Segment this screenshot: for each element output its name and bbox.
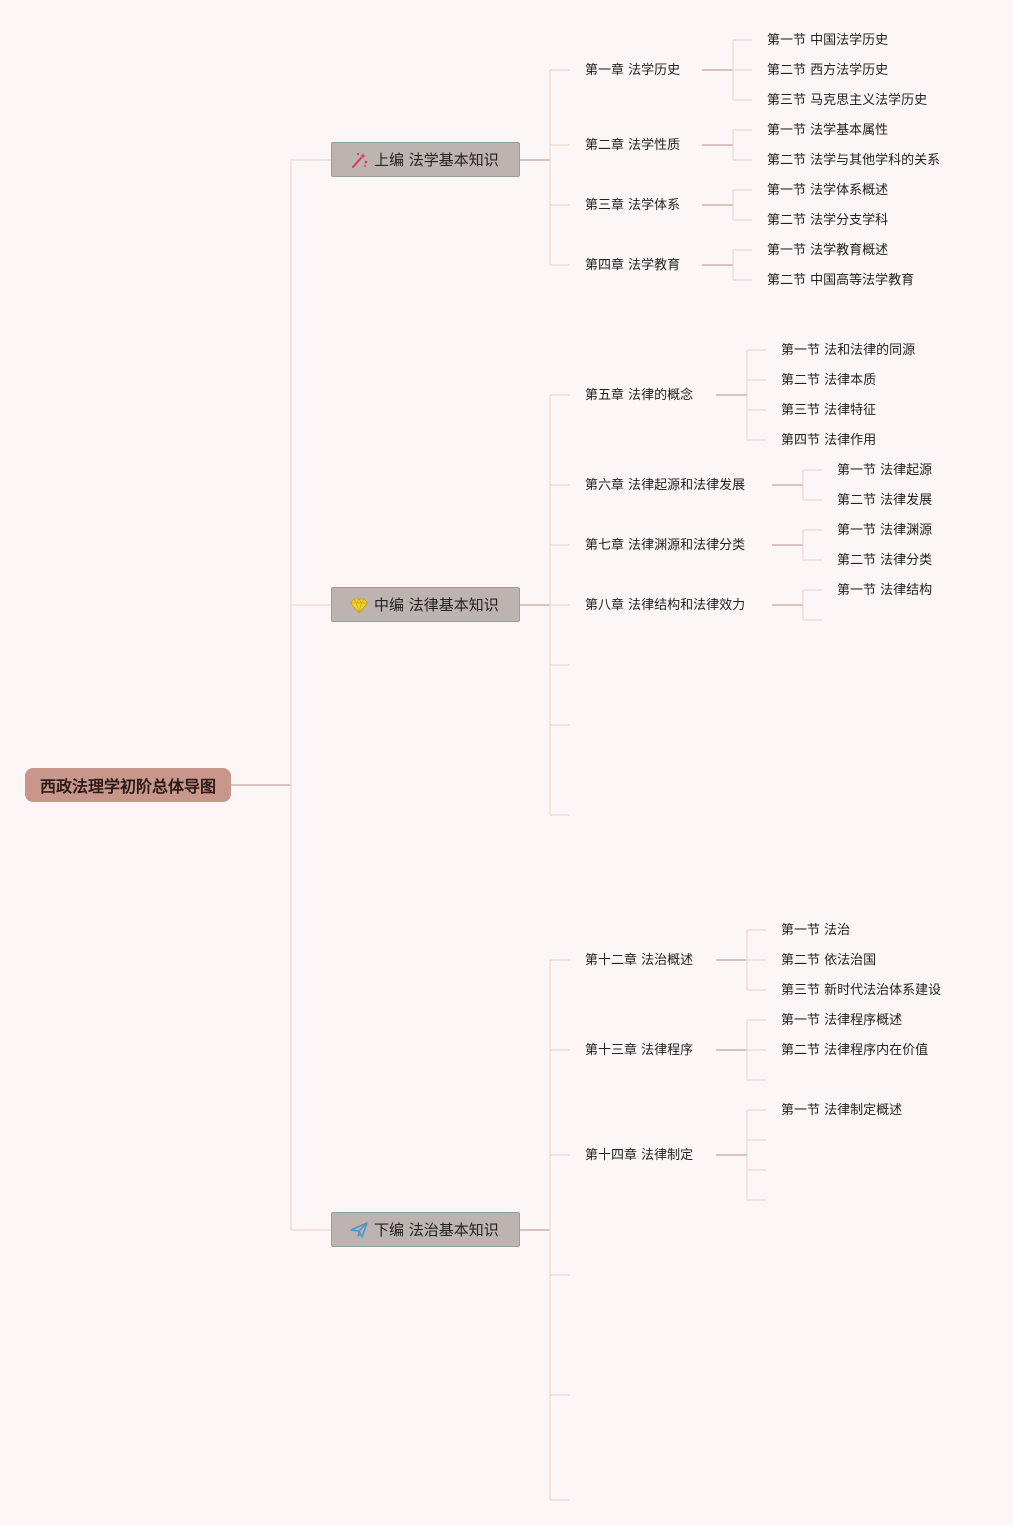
section-node[interactable]: 第一节 法和法律的同源: [781, 343, 916, 358]
section-node[interactable]: 第三节 新时代法治体系建设: [781, 983, 942, 998]
part-node-lower[interactable]: 下编 法治基本知识: [331, 1212, 520, 1247]
section-node[interactable]: 第二节 法律分类: [837, 553, 933, 568]
section-node[interactable]: 第一节 法律程序概述: [781, 1013, 903, 1028]
chapter-node[interactable]: 第七章 法律渊源和法律分类: [585, 538, 746, 553]
section-node[interactable]: 第二节 法学分支学科: [767, 213, 889, 228]
chapter-node[interactable]: 第一章 法学历史: [585, 63, 681, 78]
section-node[interactable]: 第一节 法学基本属性: [767, 123, 889, 138]
root-label: 西政法理学初阶总体导图: [39, 777, 216, 796]
section-node[interactable]: 第一节 法学体系概述: [767, 183, 889, 198]
section-node[interactable]: 第一节 法律制定概述: [781, 1103, 903, 1118]
part-node-middle[interactable]: 中编 法律基本知识: [331, 587, 520, 622]
part-label: 上编 法学基本知识: [374, 151, 499, 169]
section-node[interactable]: 第三节 法律特征: [781, 403, 877, 418]
section-node[interactable]: 第一节 中国法学历史: [767, 33, 889, 48]
chapter-node[interactable]: 第二章 法学性质: [585, 138, 681, 153]
chapter-node[interactable]: 第五章 法律的概念: [585, 388, 694, 403]
chapter-node[interactable]: 第六章 法律起源和法律发展: [585, 478, 746, 493]
section-node[interactable]: 第一节 法律渊源: [837, 523, 933, 538]
section-node[interactable]: 第二节 法律本质: [781, 373, 877, 388]
section-node[interactable]: 第二节 法律程序内在价值: [781, 1043, 929, 1058]
chapter-node[interactable]: 第三章 法学体系: [585, 198, 681, 213]
section-node[interactable]: 第三节 马克思主义法学历史: [767, 93, 928, 108]
section-node[interactable]: 第一节 法学教育概述: [767, 243, 889, 258]
section-node[interactable]: 第一节 法律结构: [837, 583, 933, 598]
section-node[interactable]: 第二节 西方法学历史: [767, 63, 889, 78]
chapter-node[interactable]: 第十四章 法律制定: [585, 1148, 694, 1163]
section-node[interactable]: 第二节 法学与其他学科的关系: [767, 153, 941, 168]
magic-wand-icon: [349, 150, 369, 170]
chapter-node[interactable]: 第十三章 法律程序: [585, 1043, 694, 1058]
chapter-node[interactable]: 第四章 法学教育: [585, 258, 681, 273]
section-node[interactable]: 第二节 法律发展: [837, 493, 933, 508]
section-node[interactable]: 第二节 依法治国: [781, 953, 877, 968]
section-node[interactable]: 第一节 法律起源: [837, 463, 933, 478]
paper-plane-icon: [349, 1220, 369, 1240]
section-node[interactable]: 第一节 法治: [781, 923, 851, 938]
part-label: 下编 法治基本知识: [374, 1221, 499, 1239]
chapter-node[interactable]: 第十二章 法治概述: [585, 953, 694, 968]
section-node[interactable]: 第四节 法律作用: [781, 433, 877, 448]
chapter-node[interactable]: 第八章 法律结构和法律效力: [585, 598, 746, 613]
part-node-upper[interactable]: 上编 法学基本知识: [331, 142, 520, 177]
part-label: 中编 法律基本知识: [374, 596, 499, 614]
root-node[interactable]: 西政法理学初阶总体导图: [25, 768, 231, 802]
section-node[interactable]: 第二节 中国高等法学教育: [767, 273, 915, 288]
diamond-icon: [349, 595, 369, 615]
